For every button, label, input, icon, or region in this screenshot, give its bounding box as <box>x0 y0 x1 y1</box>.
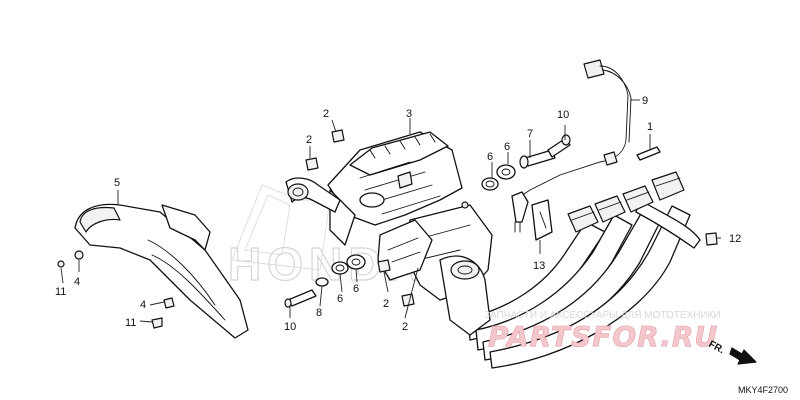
callout-6-collar-bottom-left: 6 <box>337 293 343 305</box>
callout-10-bottom: 10 <box>284 321 296 333</box>
callouts: 1 2 2 2 2 3 4 4 5 6 6 6 6 7 8 9 10 10 11… <box>55 95 741 333</box>
callout-10-top: 10 <box>557 109 569 121</box>
callout-6-collar-bottom-right: 6 <box>353 283 359 295</box>
callout-6-collar-top-right: 6 <box>504 141 510 153</box>
muffler-cover <box>74 203 249 339</box>
exhaust-chamber <box>404 201 493 336</box>
callout-2-heat-shield-nut-left: 2 <box>306 134 312 146</box>
callout-13: 13 <box>533 260 545 272</box>
leader-lines <box>60 99 721 323</box>
callout-7: 7 <box>527 128 533 140</box>
callout-2-heat-shield-nut-top: 2 <box>323 108 329 120</box>
watermark-tagline: ЗАПЧАСТИ И АКСЕССУАРЫ ДЛЯ МОТОТЕХНИКИ <box>484 310 721 321</box>
callout-2-bracket-nut-lower: 2 <box>383 298 389 310</box>
callout-8: 8 <box>316 307 322 319</box>
front-direction-label: FR. <box>707 339 727 356</box>
callout-5: 5 <box>114 177 120 189</box>
callout-3: 3 <box>406 108 412 120</box>
exhaust-header-pipes <box>467 171 701 369</box>
o2-sensor-harness <box>511 59 632 241</box>
front-direction-indicator: FR. <box>707 339 757 365</box>
callout-9: 9 <box>642 95 648 107</box>
callout-1: 1 <box>647 121 653 133</box>
hardware-parts <box>57 129 718 329</box>
callout-11-screw-lower: 11 <box>125 317 136 329</box>
callout-12: 12 <box>729 233 741 245</box>
front-direction-arrow-icon <box>729 347 757 365</box>
callout-4-grommet-left: 4 <box>74 276 80 288</box>
diagram-code: MKY4F2700 <box>738 385 788 395</box>
seller-watermark: ЗАПЧАСТИ И АКСЕССУАРЫ ДЛЯ МОТОТЕХНИКИ PA… <box>484 310 721 353</box>
callout-4-grommet-lower: 4 <box>140 299 146 311</box>
muffler-joint-pipe <box>285 177 433 281</box>
heat-shield <box>327 131 463 246</box>
callout-6-collar-top-left: 6 <box>487 151 493 163</box>
callout-11-screw-left: 11 <box>55 286 66 298</box>
callout-2-bracket-nut-bottom: 2 <box>402 321 408 333</box>
watermark-logo: PARTSFOR.RU <box>488 320 718 353</box>
